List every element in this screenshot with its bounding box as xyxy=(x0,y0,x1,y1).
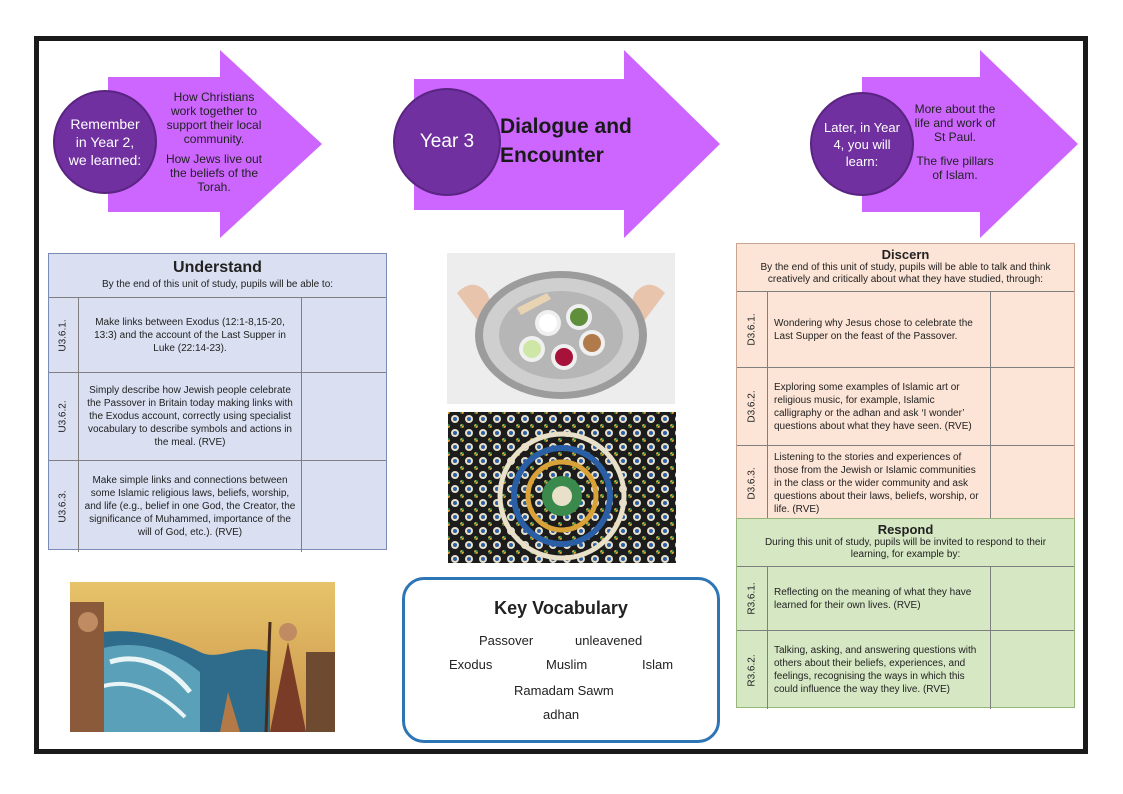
understand-header: Understand By the end of this unit of st… xyxy=(49,254,386,297)
discern-table: Discern By the end of this unit of study… xyxy=(736,243,1075,521)
table-row: U3.6.1. Make links between Exodus (12:1-… xyxy=(49,297,386,372)
row-code: D3.6.2. xyxy=(737,368,768,445)
row-blank xyxy=(991,292,1074,367)
row-code: U3.6.2. xyxy=(49,373,79,460)
later-item-2: The five pillars of Islam. xyxy=(916,154,994,182)
center-arrow-shape xyxy=(414,50,720,238)
row-code: R3.6.2. xyxy=(737,631,768,709)
later-circle: Later, in Year 4, you will learn: xyxy=(810,92,914,196)
table-row: U3.6.3. Make simple links and connection… xyxy=(49,460,386,552)
row-blank xyxy=(991,446,1074,521)
respond-subtitle: During this unit of study, pupils will b… xyxy=(764,537,1047,560)
table-row: D3.6.2. Exploring some examples of Islam… xyxy=(737,367,1074,445)
vocab-title: Key Vocabulary xyxy=(494,598,628,618)
vocab-word: Islam xyxy=(642,657,674,672)
right-arrow-shape xyxy=(862,50,1078,238)
remember-circle: Remember in Year 2, we learned: xyxy=(53,90,157,194)
row-code-text: U3.6.3. xyxy=(58,490,69,523)
row-blank xyxy=(991,567,1074,630)
row-code-text: D3.6.2. xyxy=(746,390,758,423)
vocab-word: Passover xyxy=(479,633,534,648)
row-code: R3.6.1. xyxy=(737,567,768,630)
remember-text: How Christians work together to support … xyxy=(160,90,268,200)
table-row: R3.6.1. Reflecting on the meaning of wha… xyxy=(737,566,1074,630)
table-row: R3.6.2. Talking, asking, and answering q… xyxy=(737,630,1074,709)
discern-title: Discern xyxy=(881,247,930,262)
respond-header: Respond During this unit of study, pupil… xyxy=(737,519,1074,566)
understand-title: Understand xyxy=(173,259,262,276)
row-blank xyxy=(302,373,386,460)
table-row: D3.6.3. Listening to the stories and exp… xyxy=(737,445,1074,521)
vocab-word: Exodus xyxy=(449,657,493,672)
left-arrow-shape xyxy=(108,50,322,238)
row-code: U3.6.1. xyxy=(49,298,79,372)
table-row: U3.6.2. Simply describe how Jewish peopl… xyxy=(49,372,386,460)
row-code: D3.6.1. xyxy=(737,292,768,367)
remember-circle-text: Remember in Year 2, we learned: xyxy=(68,116,142,168)
later-circle-text: Later, in Year 4, you will learn: xyxy=(824,119,900,169)
row-text: Simply describe how Jewish people celebr… xyxy=(79,373,302,460)
vocab-word: Muslim xyxy=(546,657,588,672)
row-text: Talking, asking, and answering questions… xyxy=(768,631,991,709)
row-text: Make links between Exodus (12:1-8,15-20,… xyxy=(79,298,302,372)
discern-header: Discern By the end of this unit of study… xyxy=(737,244,1074,291)
row-code-text: R3.6.1. xyxy=(746,582,758,615)
respond-table: Respond During this unit of study, pupil… xyxy=(736,518,1075,709)
unit-title: Dialogue and Encounter xyxy=(500,115,632,167)
row-code-text: U3.6.2. xyxy=(58,400,69,433)
row-text: Exploring some examples of Islamic art o… xyxy=(768,368,991,445)
row-code-text: U3.6.1. xyxy=(58,318,69,352)
row-text: Reflecting on the meaning of what they h… xyxy=(768,567,991,630)
vocab-word: unleavened xyxy=(575,633,643,648)
year-label: Year 3 xyxy=(419,131,475,152)
remember-item-2: How Jews live out the beliefs of the Tor… xyxy=(165,152,263,194)
respond-title: Respond xyxy=(877,522,934,537)
discern-subtitle: By the end of this unit of study, pupils… xyxy=(760,262,1051,285)
row-text: Listening to the stories and experiences… xyxy=(768,446,991,521)
vocab-word: Ramadam Sawm xyxy=(514,683,614,698)
row-blank xyxy=(991,368,1074,445)
row-code-text: D3.6.3. xyxy=(746,467,758,500)
row-blank xyxy=(302,298,386,372)
row-text: Make simple links and connections betwee… xyxy=(79,461,302,552)
later-item-1: More about the life and work of St Paul. xyxy=(914,102,996,144)
row-code-text: D3.6.1. xyxy=(746,313,758,346)
islamic-mosaic-image xyxy=(448,412,676,563)
understand-subtitle: By the end of this unit of study, pupils… xyxy=(101,279,334,290)
understand-table: Understand By the end of this unit of st… xyxy=(48,253,387,552)
seder-plate-image xyxy=(447,253,675,404)
parting-sea-image xyxy=(70,582,335,732)
remember-item-1: How Christians work together to support … xyxy=(166,90,262,146)
key-vocabulary-box: Key Vocabulary Passover unleavened Exodu… xyxy=(402,577,720,743)
row-code: D3.6.3. xyxy=(737,446,768,521)
row-code-text: R3.6.2. xyxy=(746,653,758,687)
row-blank xyxy=(302,461,386,552)
year-circle: Year 3 xyxy=(393,88,501,196)
later-text: More about the life and work of St Paul.… xyxy=(913,102,997,188)
row-blank xyxy=(991,631,1074,709)
row-text: Wondering why Jesus chose to celebrate t… xyxy=(768,292,991,367)
vocab-word: adhan xyxy=(543,707,580,722)
table-row: D3.6.1. Wondering why Jesus chose to cel… xyxy=(737,291,1074,367)
row-code: U3.6.3. xyxy=(49,461,79,552)
